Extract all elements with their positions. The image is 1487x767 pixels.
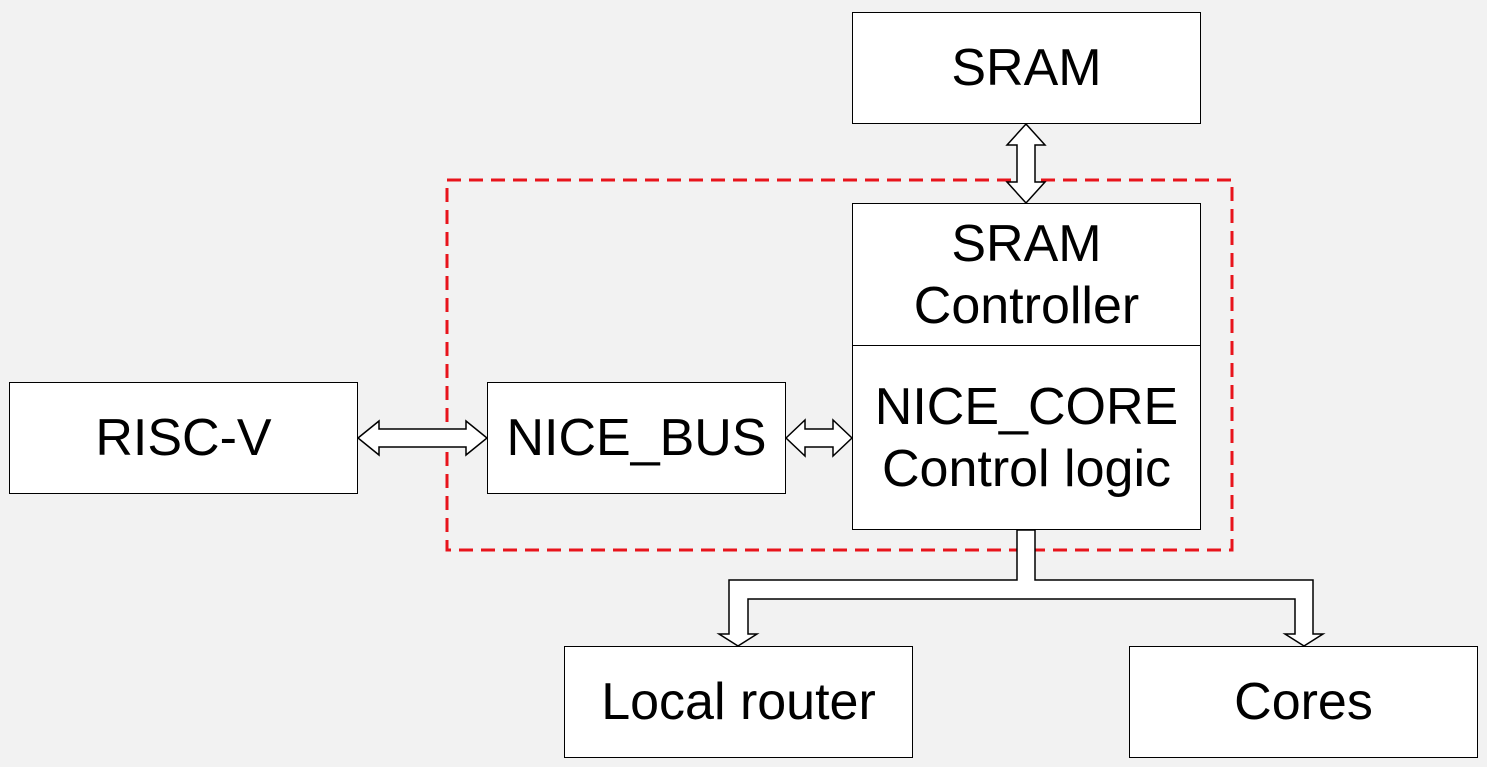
risc-bus-arrow — [356, 419, 489, 457]
cores-block: Cores — [1129, 646, 1478, 758]
nice-bus-label: NICE_BUS — [506, 409, 767, 467]
sram-label: SRAM — [951, 39, 1102, 97]
cores-label: Cores — [1234, 673, 1373, 731]
risc-v-block: RISC-V — [9, 382, 358, 494]
local-router-block: Local router — [564, 646, 913, 758]
nice-core-label-line2: Control logic — [881, 439, 1172, 498]
nice-core-block: NICE_CORE Control logic — [852, 345, 1201, 530]
nice-core-label-line1: NICE_CORE — [874, 377, 1179, 436]
sram-controller-label-line1: SRAM — [951, 214, 1102, 273]
sram-controller-label-line2: Controller — [913, 276, 1140, 335]
nice-bus-block: NICE_BUS — [487, 382, 786, 494]
sram-controller-arrow — [1005, 122, 1047, 205]
fork-arrow — [716, 529, 1326, 647]
risc-v-label: RISC-V — [95, 409, 272, 467]
sram-block: SRAM — [852, 12, 1201, 124]
bus-core-arrow — [784, 418, 854, 458]
highlight-region — [445, 178, 1234, 552]
sram-controller-block: SRAM Controller — [852, 203, 1201, 346]
local-router-label: Local router — [601, 673, 876, 731]
